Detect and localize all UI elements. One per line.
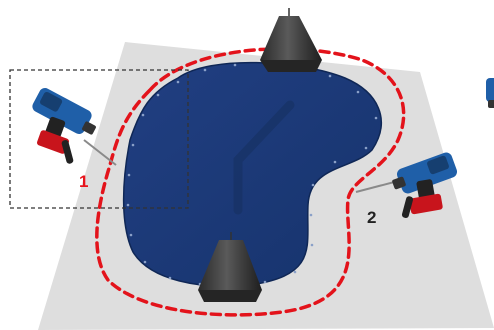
concrete-weight-icon <box>198 232 262 302</box>
hammer-drill-icon <box>32 88 117 166</box>
hammer-drill-icon <box>355 152 458 218</box>
detail-selection-box <box>9 69 189 209</box>
step-number-2: 2 <box>367 208 377 227</box>
cover-fold-line <box>233 100 295 215</box>
concrete-weight-icon <box>260 8 322 72</box>
step-number-1: 1 <box>79 172 89 191</box>
hammer-drill-icon <box>486 78 494 108</box>
